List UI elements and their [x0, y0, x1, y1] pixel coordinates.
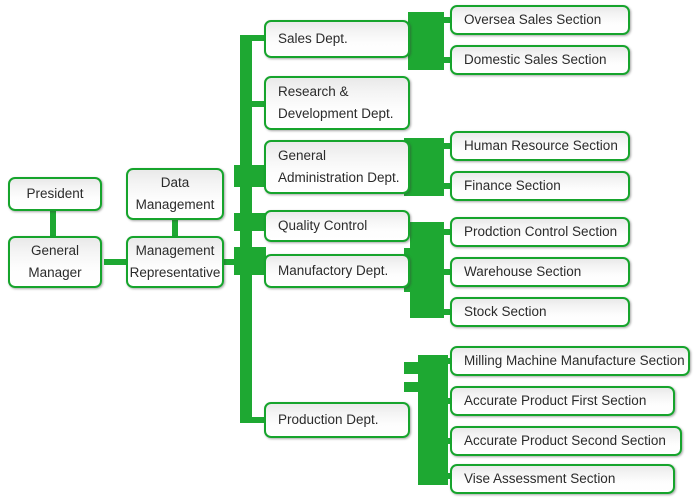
node-quality-control[interactable]: Quality Control: [264, 210, 410, 242]
node-production-dept-label: Production Dept.: [278, 412, 379, 428]
connector-production-dept-stem-lower: [404, 382, 448, 392]
node-president[interactable]: President: [8, 177, 102, 211]
node-general-manager-label: General Manager: [28, 243, 82, 280]
node-rd-dept[interactable]: Research & Development Dept.: [264, 76, 410, 130]
connector-general-manager-to-management-representative: [104, 259, 129, 265]
connector-production-dept-to-accurate-product-second-section: [434, 438, 458, 444]
node-oversea-sales-section-label: Oversea Sales Section: [464, 12, 602, 28]
connector-general-admin-dept-to-finance-section: [428, 183, 456, 189]
connector-trunk-to-quality-control: [234, 213, 266, 231]
node-human-resource-section[interactable]: Human Resource Section: [450, 131, 630, 161]
node-general-admin-dept[interactable]: General Administration Dept.: [264, 140, 410, 194]
node-milling-machine-section[interactable]: Milling Machine Manufacture Section: [450, 346, 690, 376]
node-accurate-product-first-section-label: Accurate Product First Section: [464, 393, 647, 409]
node-data-management-label: Data Management: [135, 175, 215, 212]
node-manufactory-dept[interactable]: Manufactory Dept.: [264, 254, 410, 288]
node-data-management[interactable]: Data Management: [126, 168, 224, 220]
node-management-representative-label: Management Representative: [129, 243, 221, 280]
connector-manufactory-dept-to-stock-section: [428, 309, 456, 315]
node-finance-section-label: Finance Section: [464, 178, 561, 194]
node-stock-section[interactable]: Stock Section: [450, 297, 630, 327]
node-general-admin-dept-label: General Administration Dept.: [278, 148, 400, 185]
node-production-control-section-label: Prodction Control Section: [464, 224, 618, 240]
node-general-manager[interactable]: General Manager: [8, 236, 102, 288]
connector-president-to-general-manager: [50, 203, 56, 239]
node-accurate-product-second-section-label: Accurate Product Second Section: [464, 433, 666, 449]
connector-sales-dept-to-domestic-sales-section: [428, 57, 456, 63]
node-president-label: President: [26, 186, 84, 202]
node-sales-dept[interactable]: Sales Dept.: [264, 20, 410, 58]
connector-production-dept-to-vise-assessment-section: [434, 473, 458, 479]
node-oversea-sales-section[interactable]: Oversea Sales Section: [450, 5, 630, 35]
connector-trunk-to-manufactory-dept: [234, 247, 266, 275]
node-accurate-product-second-section[interactable]: Accurate Product Second Section: [450, 426, 682, 456]
node-domestic-sales-section-label: Domestic Sales Section: [464, 52, 607, 68]
connector-manufactory-dept-to-warehouse-section: [428, 269, 456, 275]
node-finance-section[interactable]: Finance Section: [450, 171, 630, 201]
node-production-control-section[interactable]: Prodction Control Section: [450, 217, 630, 247]
node-warehouse-section-label: Warehouse Section: [464, 264, 582, 280]
node-management-representative[interactable]: Management Representative: [126, 236, 224, 288]
node-quality-control-label: Quality Control: [278, 218, 368, 234]
node-vise-assessment-section-label: Vise Assessment Section: [464, 471, 616, 487]
node-sales-dept-label: Sales Dept.: [278, 31, 348, 47]
node-human-resource-section-label: Human Resource Section: [464, 138, 618, 154]
connector-sales-dept-to-oversea-sales-section: [428, 17, 456, 23]
node-rd-dept-label: Research & Development Dept.: [278, 84, 394, 121]
connector-trunk-to-rd-dept: [240, 101, 266, 107]
connector-general-admin-dept-to-human-resource-section: [428, 143, 456, 149]
connector-production-dept-to-milling-machine-section: [434, 358, 458, 364]
connector-trunk-to-sales-dept: [240, 35, 266, 41]
connector-production-dept-to-accurate-product-first-section: [434, 398, 458, 404]
node-domestic-sales-section[interactable]: Domestic Sales Section: [450, 45, 630, 75]
node-manufactory-dept-label: Manufactory Dept.: [278, 263, 389, 279]
connector-data-management-to-management-representative: [172, 219, 178, 243]
node-milling-machine-section-label: Milling Machine Manufacture Section: [464, 353, 685, 369]
connector-production-dept-block: [418, 355, 448, 485]
connector-trunk-to-production-dept: [240, 417, 266, 423]
connector-production-dept-stem: [404, 362, 448, 374]
connector-trunk-to-general-admin-dept: [234, 165, 266, 187]
node-vise-assessment-section[interactable]: Vise Assessment Section: [450, 464, 675, 494]
node-accurate-product-first-section[interactable]: Accurate Product First Section: [450, 386, 675, 416]
node-warehouse-section[interactable]: Warehouse Section: [450, 257, 630, 287]
connector-manufactory-dept-to-production-control-section: [428, 229, 456, 235]
node-production-dept[interactable]: Production Dept.: [264, 402, 410, 438]
node-stock-section-label: Stock Section: [464, 304, 547, 320]
